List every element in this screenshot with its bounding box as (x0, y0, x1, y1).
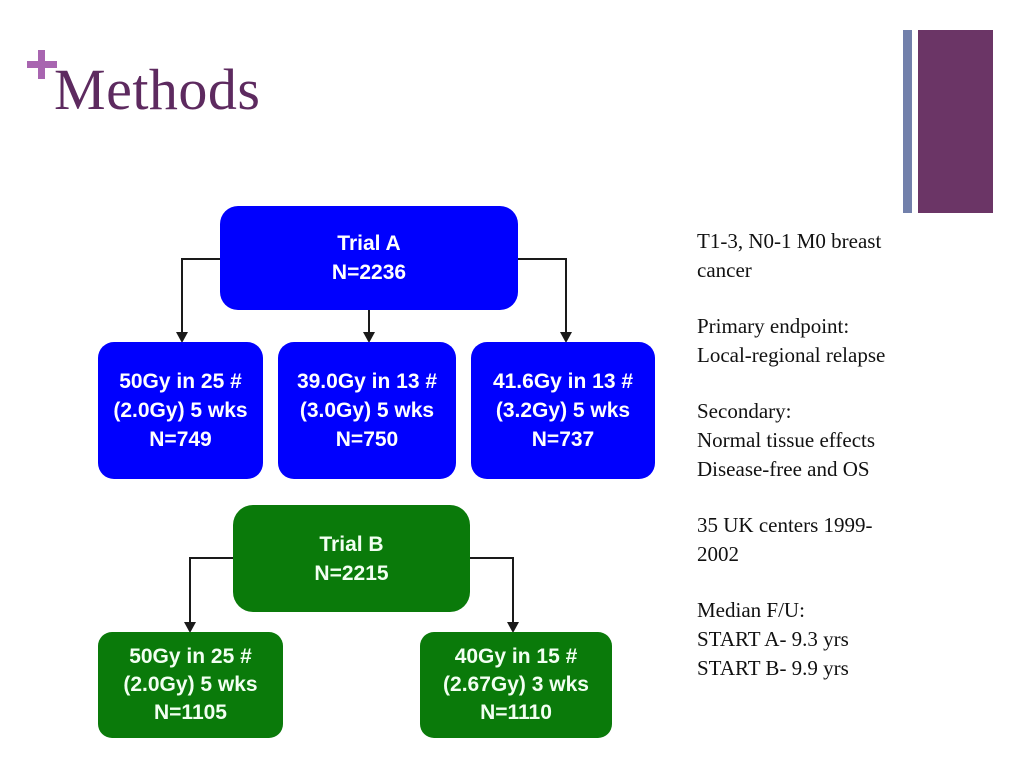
page-title: Methods (54, 57, 261, 122)
plus-vertical-bar (38, 50, 45, 79)
note-centers-line-1: 35 UK centers 1999- (697, 513, 873, 537)
connector-trial-a-left-horizontal (181, 258, 231, 260)
note-primary-endpoint-line-1: Primary endpoint: (697, 314, 850, 338)
node-trial-a-arm-2-line-2: (3.0Gy) 5 wks (299, 399, 435, 422)
node-trial-b-arm-2[interactable]: 40Gy in 15 # (2.67Gy) 3 wks N=1110 (420, 632, 612, 738)
node-trial-b-arm-1[interactable]: 50Gy in 25 # (2.0Gy) 5 wks N=1105 (98, 632, 283, 738)
node-trial-b-arm-2-line-1: 40Gy in 15 # (454, 645, 578, 668)
node-trial-a-arm-3[interactable]: 41.6Gy in 13 # (3.2Gy) 5 wks N=737 (471, 342, 655, 479)
node-trial-a-arm-2-line-3: N=750 (335, 428, 399, 451)
node-trial-a-arm-1[interactable]: 50Gy in 25 # (2.0Gy) 5 wks N=749 (98, 342, 263, 479)
plus-decoration-icon (27, 48, 59, 80)
note-group-centers: 35 UK centers 1999- 2002 (697, 511, 997, 569)
node-trial-b-line-2: N=2215 (314, 561, 389, 585)
note-followup-line-1: Median F/U: (697, 598, 805, 622)
node-trial-b-arm-1-line-3: N=1105 (154, 701, 227, 724)
node-trial-a-arm-1-line-2: (2.0Gy) 5 wks (113, 399, 248, 422)
note-group-median-followup: Median F/U: START A- 9.3 yrs START B- 9.… (697, 596, 997, 683)
node-trial-a-arm-1-line-1: 50Gy in 25 # (119, 370, 242, 393)
node-trial-a-arm-3-text: 41.6Gy in 13 # (3.2Gy) 5 wks N=737 (471, 367, 655, 454)
arrowhead-trial-a-arm1-icon (176, 332, 188, 343)
node-trial-a-arm-3-line-1: 41.6Gy in 13 # (492, 370, 634, 393)
node-trial-a-arm-2-text: 39.0Gy in 13 # (3.0Gy) 5 wks N=750 (278, 367, 456, 454)
node-trial-b[interactable]: Trial B N=2215 (233, 505, 470, 612)
note-followup-line-3: START B- 9.9 yrs (697, 656, 849, 680)
note-secondary-line-1: Secondary: (697, 399, 792, 423)
node-trial-a-arm-2-line-1: 39.0Gy in 13 # (296, 370, 438, 393)
note-followup-line-2: START A- 9.3 yrs (697, 627, 849, 651)
note-centers-line-2: 2002 (697, 542, 739, 566)
node-trial-b-arm-2-line-2: (2.67Gy) 3 wks (443, 673, 589, 696)
node-trial-b-arm-1-line-2: (2.0Gy) 5 wks (123, 673, 258, 696)
arrowhead-trial-b-arm2-icon (507, 622, 519, 633)
node-trial-b-line-1: Trial B (319, 532, 384, 556)
note-population-line-1: T1-3, N0-1 M0 breast (697, 229, 882, 253)
node-trial-b-text: Trial B N=2215 (233, 530, 470, 588)
connector-trial-a-left-vertical (181, 258, 183, 334)
connector-trial-a-right-vertical (565, 258, 567, 334)
node-trial-a-arm-1-text: 50Gy in 25 # (2.0Gy) 5 wks N=749 (98, 367, 263, 454)
decorative-block (918, 30, 993, 213)
notes-column: T1-3, N0-1 M0 breast cancer Primary endp… (697, 227, 997, 683)
connector-trial-b-left-horizontal (189, 557, 244, 559)
node-trial-a-line-1: Trial A (337, 232, 401, 255)
connector-trial-b-left-vertical (189, 557, 191, 624)
note-group-primary-endpoint: Primary endpoint: Local-regional relapse (697, 312, 997, 370)
node-trial-a-arm-1-line-3: N=749 (149, 428, 212, 451)
connector-trial-b-right-vertical (512, 557, 514, 624)
note-group-population: T1-3, N0-1 M0 breast cancer (697, 227, 997, 285)
note-secondary-line-2: Normal tissue effects (697, 428, 876, 452)
decorative-stripe (903, 30, 912, 213)
node-trial-a-arm-3-line-2: (3.2Gy) 5 wks (495, 399, 631, 422)
node-trial-a-line-2: N=2236 (331, 261, 407, 284)
note-secondary-line-3: Disease-free and OS (697, 457, 870, 481)
note-primary-endpoint-line-2: Local-regional relapse (697, 343, 886, 367)
arrowhead-trial-b-arm1-icon (184, 622, 196, 633)
node-trial-a-text: Trial A N=2236 (220, 229, 518, 287)
note-population-line-2: cancer (697, 258, 752, 282)
node-trial-b-arm-1-text: 50Gy in 25 # (2.0Gy) 5 wks N=1105 (98, 643, 283, 727)
node-trial-a-arm-2[interactable]: 39.0Gy in 13 # (3.0Gy) 5 wks N=750 (278, 342, 456, 479)
node-trial-b-arm-1-line-1: 50Gy in 25 # (129, 645, 252, 668)
connector-trial-a-right-horizontal (508, 258, 567, 260)
node-trial-b-arm-2-text: 40Gy in 15 # (2.67Gy) 3 wks N=1110 (420, 643, 612, 727)
connector-trial-a-middle-vertical (368, 310, 370, 334)
node-trial-b-arm-2-line-3: N=1110 (480, 701, 552, 724)
node-trial-a-arm-3-line-3: N=737 (531, 428, 595, 451)
arrowhead-trial-a-arm2-icon (363, 332, 375, 343)
note-group-secondary-endpoints: Secondary: Normal tissue effects Disease… (697, 397, 997, 484)
node-trial-a[interactable]: Trial A N=2236 (220, 206, 518, 310)
arrowhead-trial-a-arm3-icon (560, 332, 572, 343)
connector-trial-b-right-horizontal (459, 557, 514, 559)
